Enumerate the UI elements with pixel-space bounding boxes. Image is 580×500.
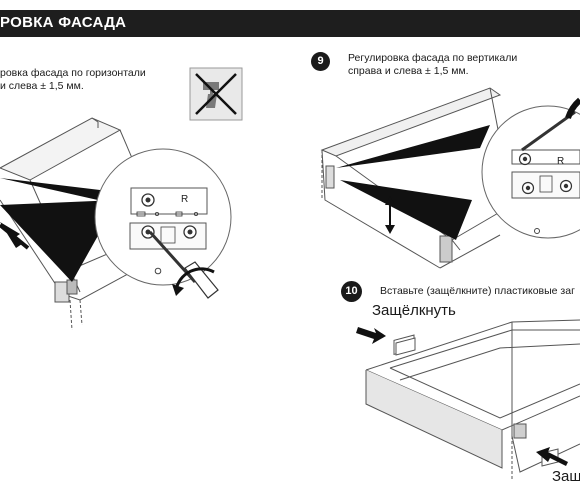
step8-detail-label: R — [181, 194, 188, 205]
snap-callout-bottom: Защ — [552, 468, 580, 485]
snap-callout-top: Защёлкнуть — [372, 302, 456, 319]
step10-text: Вставьте (защёлкните) пластиковые заг — [380, 285, 575, 297]
plastic-cap-top — [395, 337, 416, 356]
step9-drawer-drawing — [320, 87, 502, 269]
step8-line1: ровка фасада по горизонтали — [0, 67, 146, 79]
step9-pointer — [340, 180, 472, 240]
section-header: РОВКА ФАСАДА — [0, 10, 580, 37]
step10-number: 10 — [341, 281, 362, 302]
step9-wedge — [336, 125, 490, 168]
step8-detail-circle — [94, 148, 232, 299]
section-title: РОВКА ФАСАДА — [0, 14, 127, 31]
step8-line2: и слева ± 1,5 мм. — [0, 80, 84, 92]
step8-wedge — [0, 178, 120, 205]
insert-arrow-bottom-icon — [536, 447, 568, 466]
step9-detail-circle — [481, 97, 580, 239]
step9-line1: Регулировка фасада по вертикали — [348, 52, 518, 64]
step9-detail-label: R — [557, 156, 564, 167]
step9-line2: справа и слева ± 1,5 мм. — [348, 65, 469, 77]
insert-arrow-top-icon — [356, 327, 386, 344]
horizontal-arrow-icon — [0, 223, 30, 250]
vertical-arrow-icon — [385, 196, 395, 234]
no-power-tool-icon — [189, 67, 243, 121]
step9-number: 9 — [311, 52, 330, 71]
step8-pointer — [0, 200, 118, 282]
